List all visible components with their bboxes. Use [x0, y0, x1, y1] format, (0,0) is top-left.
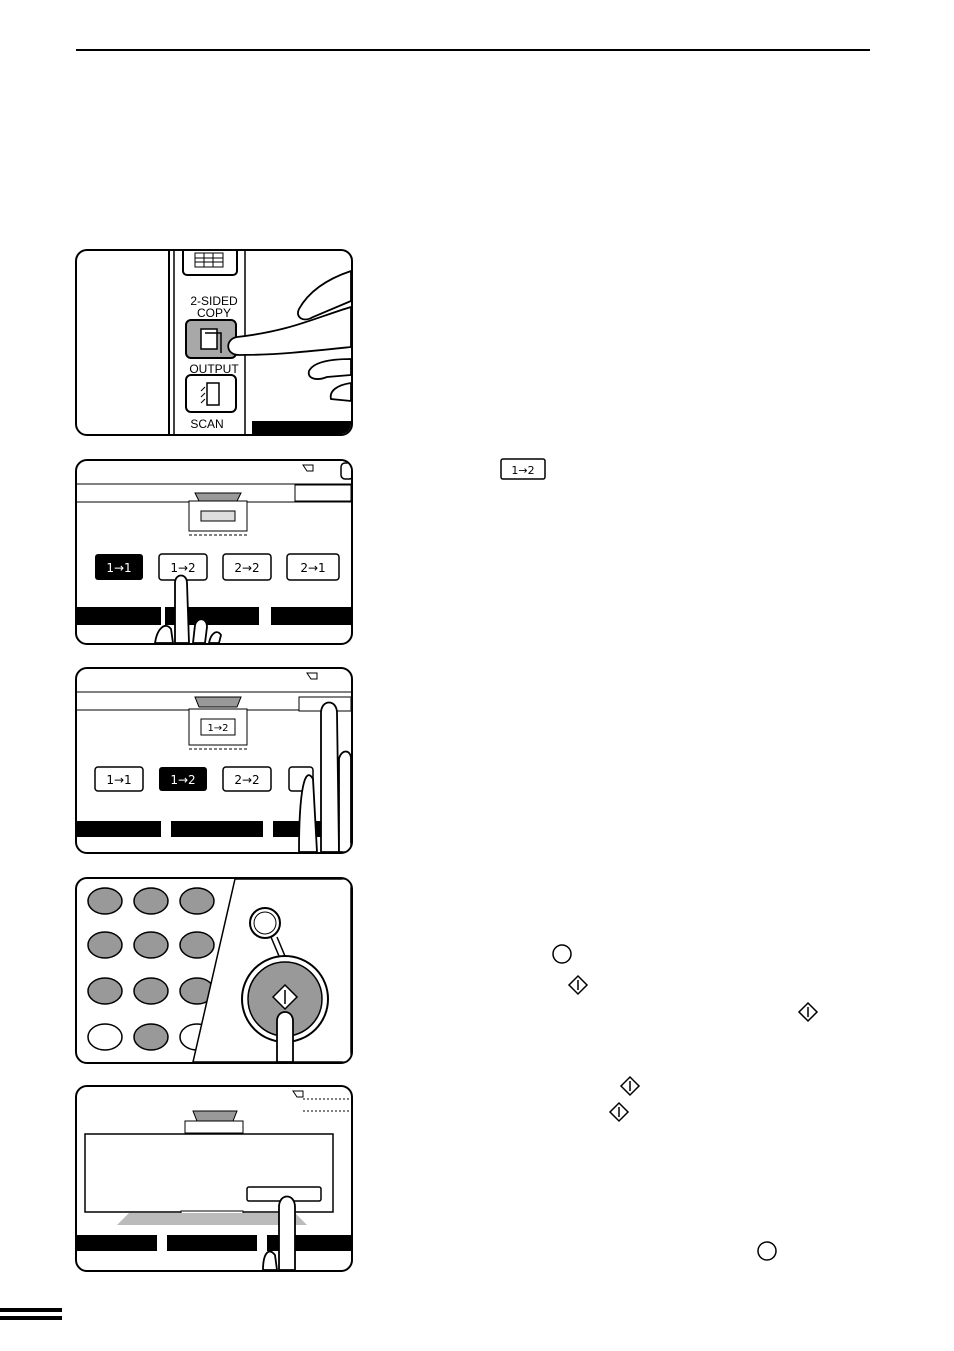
clear-key[interactable]	[249, 907, 281, 939]
step1-illustration: 2-SIDED COPY OUTPUT SCAN	[75, 249, 353, 436]
one-to-two-sided-key-icon: 1→2	[500, 458, 546, 480]
pointing-hand-icon	[154, 574, 222, 643]
pointing-hand-icon	[276, 1011, 294, 1062]
output-label: OUTPUT	[189, 362, 239, 376]
svg-text:2→1: 2→1	[300, 561, 325, 575]
copier-icon	[188, 492, 248, 536]
numeric-keypad[interactable]	[87, 887, 215, 1051]
two-sided-label-line1: 2-SIDED	[190, 294, 238, 308]
svg-text:2→2: 2→2	[234, 773, 259, 787]
mode-key-2-1[interactable]: 2→1	[286, 553, 340, 581]
pointing-hand-icon	[262, 1195, 296, 1270]
two-sided-label-line2: COPY	[197, 306, 231, 320]
mode-key-2-2[interactable]: 2→2	[222, 553, 272, 581]
svg-text:1→1: 1→1	[106, 773, 131, 787]
start-diamond-icon	[608, 1101, 630, 1123]
mode-key-1-2[interactable]: 1→2	[159, 767, 207, 791]
svg-text:2→2: 2→2	[234, 561, 259, 575]
clear-circle-icon	[552, 944, 572, 964]
header-rule	[76, 49, 870, 51]
scan-label: SCAN	[190, 417, 223, 431]
clear-circle-icon	[757, 1241, 777, 1261]
mode-key-1-2[interactable]: 1→2	[158, 553, 208, 581]
pointing-hand-icon	[227, 270, 351, 402]
svg-text:1→2: 1→2	[170, 561, 195, 575]
svg-text:1→2: 1→2	[511, 464, 534, 477]
step3-illustration: 1→2 1→1 1→2 2→2	[75, 667, 353, 854]
mode-key-2-2[interactable]: 2→2	[222, 766, 272, 792]
output-key[interactable]	[185, 374, 237, 413]
step2-illustration: 1→1 1→2 2→2 2→1	[75, 459, 353, 645]
mode-key-1-1[interactable]: 1→1	[95, 554, 143, 580]
start-diamond-icon	[797, 1001, 819, 1023]
pointing-hand-icon	[298, 701, 351, 852]
copier-icon: 1→2	[188, 696, 248, 750]
page-corner-bars	[0, 1308, 62, 1324]
start-key[interactable]	[241, 955, 329, 1043]
step5-illustration	[75, 1085, 353, 1272]
two-sided-copy-key[interactable]	[185, 319, 237, 359]
mode-key-1-1[interactable]: 1→1	[94, 766, 144, 792]
copier-icon	[184, 1110, 244, 1134]
svg-text:1→2: 1→2	[170, 773, 195, 787]
svg-text:1→1: 1→1	[106, 561, 131, 575]
step4-illustration	[75, 877, 353, 1064]
svg-text:1→2: 1→2	[207, 723, 228, 734]
start-diamond-icon	[619, 1075, 641, 1097]
start-diamond-icon	[567, 974, 589, 996]
